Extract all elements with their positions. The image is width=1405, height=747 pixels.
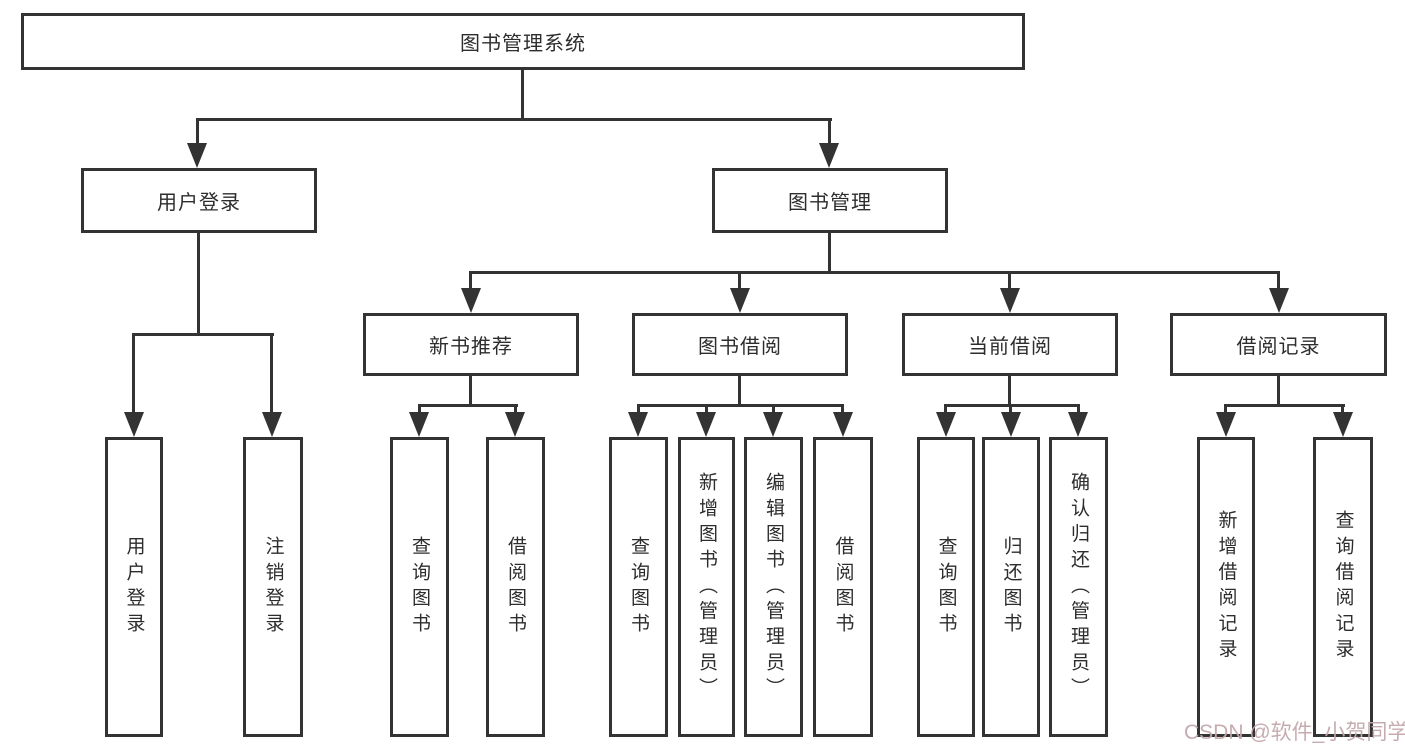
- connector-drop-leaf: [418, 404, 421, 416]
- leaf-borrow-books-newbook: 借阅图书: [486, 437, 545, 737]
- connector-userlogin-vertical: [197, 232, 200, 336]
- connector-bookborrow-vertical: [738, 376, 741, 407]
- connector-drop-leaf: [1009, 404, 1012, 416]
- arrowhead-down-icon: [696, 412, 716, 437]
- connector-drop-leaf: [132, 333, 135, 415]
- node-user-login: 用户登录: [81, 168, 317, 233]
- leaf-query-books-borrow: 查询图书: [609, 437, 668, 737]
- connector-drop-leaf: [270, 333, 273, 415]
- arrowhead-down-icon: [763, 412, 783, 437]
- leaf-logout: 注销登录: [243, 437, 303, 737]
- connector-drop-level3: [469, 271, 472, 293]
- arrowhead-down-icon: [262, 412, 282, 437]
- connector-userlogin-horizontal: [132, 333, 274, 336]
- connector-drop-book-management: [828, 118, 831, 148]
- leaf-query-borrow-record: 查询借阅记录: [1313, 437, 1373, 737]
- connector-currentborrow-horizontal: [944, 404, 1080, 407]
- connector-newbook-horizontal: [418, 404, 518, 407]
- leaf-label: 注销登录: [262, 535, 284, 639]
- node-label: 新书推荐: [429, 336, 513, 358]
- arrowhead-down-icon: [124, 412, 144, 437]
- leaf-user-login: 用户登录: [105, 437, 163, 737]
- connector-root-horizontal: [196, 118, 832, 121]
- connector-newbook-vertical: [469, 376, 472, 407]
- arrowhead-down-icon: [730, 288, 750, 313]
- arrowhead-down-icon: [819, 143, 839, 168]
- node-book-borrow: 图书借阅: [632, 313, 848, 376]
- leaf-return-books: 归还图书: [982, 437, 1040, 737]
- node-label: 图书借阅: [698, 336, 782, 358]
- node-root: 图书管理系统: [21, 13, 1025, 70]
- arrowhead-down-icon: [505, 412, 525, 437]
- connector-records-vertical: [1277, 376, 1280, 407]
- connector-drop-level3: [1008, 271, 1011, 293]
- connector-root-vertical: [521, 69, 524, 120]
- leaf-label: 查询图书: [935, 535, 957, 639]
- node-book-management: 图书管理: [712, 168, 948, 233]
- connector-drop-leaf: [637, 404, 640, 416]
- connector-drop-leaf: [944, 404, 947, 416]
- connector-drop-level3: [738, 271, 741, 293]
- leaf-label: 借阅图书: [832, 535, 854, 639]
- arrowhead-down-icon: [1068, 412, 1088, 437]
- connector-drop-level3: [1277, 271, 1280, 293]
- connector-drop-leaf: [514, 404, 517, 416]
- connector-drop-leaf: [841, 404, 844, 416]
- connector-drop-leaf: [1341, 404, 1344, 416]
- leaf-label: 确认归还（管理员）: [1068, 471, 1089, 703]
- leaf-add-borrow-record: 新增借阅记录: [1197, 437, 1255, 737]
- connector-drop-leaf: [1077, 404, 1080, 416]
- arrowhead-down-icon: [936, 412, 956, 437]
- leaf-query-books-newbook: 查询图书: [390, 437, 449, 737]
- connector-bookmgmt-horizontal: [469, 271, 1280, 274]
- node-label: 图书管理系统: [460, 33, 586, 55]
- leaf-label: 归还图书: [1000, 535, 1022, 639]
- node-borrow-records: 借阅记录: [1170, 313, 1387, 376]
- leaf-borrow-books-borrow: 借阅图书: [813, 437, 873, 737]
- node-label: 借阅记录: [1236, 336, 1321, 358]
- connector-currentborrow-vertical: [1008, 376, 1011, 407]
- leaf-label: 新增图书（管理员）: [696, 471, 717, 703]
- node-label: 当前借阅: [968, 336, 1052, 358]
- leaf-label: 新增借阅记录: [1215, 510, 1237, 664]
- node-new-book-recommend: 新书推荐: [363, 313, 579, 376]
- leaf-label: 查询借阅记录: [1332, 510, 1354, 664]
- arrowhead-down-icon: [1000, 288, 1020, 313]
- connector-drop-leaf: [1224, 404, 1227, 416]
- node-label: 用户登录: [157, 192, 241, 214]
- leaf-label: 查询图书: [409, 535, 430, 639]
- arrowhead-down-icon: [628, 412, 648, 437]
- leaf-edit-book-admin: 编辑图书（管理员）: [744, 437, 803, 737]
- connector-bookmgmt-vertical: [828, 233, 831, 273]
- leaf-confirm-return-admin: 确认归还（管理员）: [1049, 437, 1108, 737]
- leaf-label: 借阅图书: [505, 535, 526, 639]
- arrowhead-down-icon: [1216, 412, 1236, 437]
- arrowhead-down-icon: [409, 412, 429, 437]
- connector-drop-user-login: [196, 118, 199, 148]
- leaf-label: 用户登录: [123, 535, 145, 639]
- arrowhead-down-icon: [1269, 288, 1289, 313]
- arrowhead-down-icon: [833, 412, 853, 437]
- connector-drop-leaf: [705, 404, 708, 416]
- node-label: 图书管理: [788, 192, 872, 214]
- connector-records-horizontal: [1224, 404, 1345, 407]
- arrowhead-down-icon: [1001, 412, 1021, 437]
- connector-drop-leaf: [772, 404, 775, 416]
- leaf-add-book-admin: 新增图书（管理员）: [678, 437, 735, 737]
- leaf-query-books-current: 查询图书: [917, 437, 975, 737]
- arrowhead-down-icon: [1333, 412, 1353, 437]
- leaf-label: 查询图书: [628, 535, 649, 639]
- csdn-watermark: CSDN @软件_小贺同学: [1184, 721, 1405, 744]
- arrowhead-down-icon: [461, 288, 481, 313]
- leaf-label: 编辑图书（管理员）: [763, 471, 784, 703]
- node-current-borrow: 当前借阅: [902, 313, 1118, 376]
- connector-bookborrow-horizontal: [637, 404, 844, 407]
- arrowhead-down-icon: [187, 143, 207, 168]
